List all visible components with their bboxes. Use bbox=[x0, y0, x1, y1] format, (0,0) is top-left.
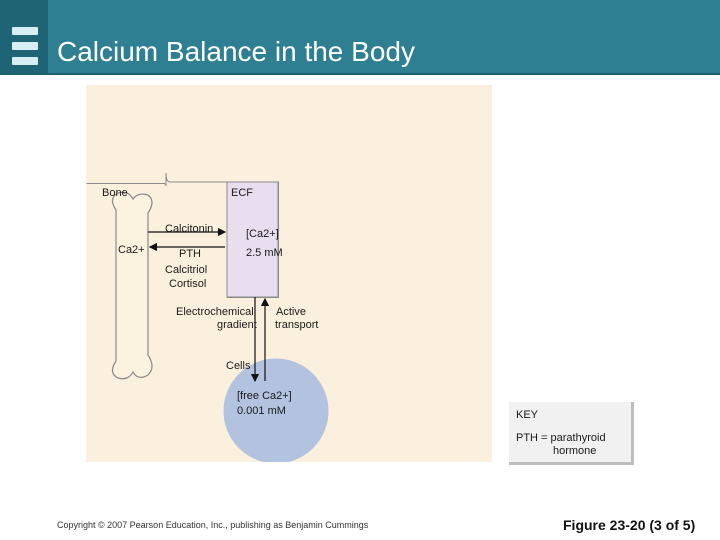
key-box: KEY PTH = parathyroid hormone bbox=[509, 402, 634, 465]
slide-header: Calcium Balance in the Body bbox=[0, 0, 720, 75]
bone-ion-label: Ca2+ bbox=[118, 244, 145, 256]
diagram-graphics bbox=[86, 172, 329, 462]
ecf-box bbox=[226, 181, 279, 298]
cells-label: Cells bbox=[226, 360, 251, 372]
cell-concentration-label: [free Ca2+] bbox=[237, 390, 292, 402]
slide-title: Calcium Balance in the Body bbox=[57, 36, 415, 67]
bone-shape bbox=[111, 191, 153, 380]
cortisol-label: Cortisol bbox=[169, 278, 207, 290]
diagram-panel: Bone ECF Ca2+ Calcitonin PTH Calcitriol … bbox=[86, 85, 492, 462]
bone-label: Bone bbox=[102, 187, 128, 199]
cell-concentration-value: 0.001 mM bbox=[237, 405, 286, 417]
key-title: KEY bbox=[516, 409, 539, 421]
ecf-concentration-label: [Ca2+] bbox=[246, 228, 279, 240]
electrochemical-label: Electrochemical bbox=[176, 306, 254, 318]
figure-label: Figure 23-20 (3 of 5) bbox=[563, 517, 696, 533]
header-divider bbox=[0, 73, 720, 75]
pth-label: PTH bbox=[179, 248, 201, 260]
transport-label: transport bbox=[275, 319, 319, 331]
calcitriol-label: Calcitriol bbox=[165, 264, 208, 276]
bone-ecf-outline bbox=[86, 172, 279, 298]
ecf-concentration-value: 2.5 mM bbox=[246, 247, 283, 259]
active-label: Active bbox=[276, 306, 306, 318]
stacked-bars-icon bbox=[12, 27, 38, 65]
copyright-text: Copyright © 2007 Pearson Education, Inc.… bbox=[57, 520, 369, 530]
gradient-label: gradient bbox=[217, 319, 257, 331]
key-line-2: hormone bbox=[553, 445, 597, 457]
ecf-label: ECF bbox=[231, 187, 253, 199]
cell-circle bbox=[223, 358, 329, 462]
key-line-1: PTH = parathyroid bbox=[516, 432, 606, 444]
calcitonin-label: Calcitonin bbox=[165, 223, 214, 235]
